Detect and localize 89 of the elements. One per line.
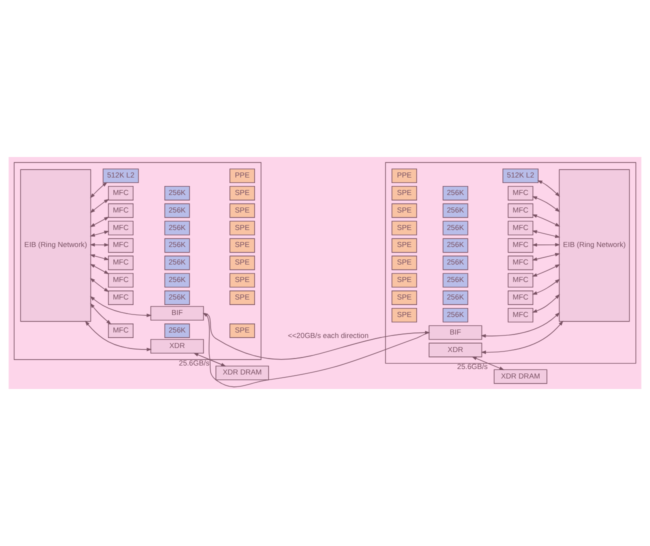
node-box: 512K L2 — [102, 168, 139, 184]
arrow — [90, 216, 110, 228]
node-box: XDR — [428, 342, 482, 358]
node-box: XDR DRAM — [494, 369, 548, 384]
node-box: BIF — [150, 306, 204, 321]
node-box: MFC — [108, 290, 134, 305]
node-box: 256K — [164, 238, 190, 253]
node-box: 256K — [442, 203, 468, 218]
node-box: 256K — [442, 290, 468, 305]
arrow — [472, 356, 504, 370]
node-box: 256K — [442, 273, 468, 288]
arrow — [480, 320, 564, 354]
arrow — [90, 230, 110, 237]
arrow — [193, 352, 226, 366]
node-box: MFC — [508, 308, 534, 322]
node-box: EIB (Ring Network) — [558, 169, 630, 322]
node-box: MFC — [108, 238, 134, 253]
arrow — [90, 182, 108, 198]
node-box: SPE — [230, 273, 255, 288]
arrow — [480, 312, 560, 338]
cluster — [14, 162, 262, 360]
node-box: MFC — [508, 203, 534, 218]
node-box: 256K — [164, 324, 190, 338]
arrow — [532, 214, 560, 227]
node-box: PPE — [392, 168, 418, 184]
node-box: MFC — [508, 238, 534, 253]
node-box: SPE — [392, 186, 418, 200]
arrow — [90, 254, 110, 260]
node-box: SPE — [230, 324, 255, 338]
node-box: MFC — [508, 290, 534, 305]
node-box: SPE — [230, 290, 255, 305]
node-box: SPE — [230, 186, 255, 200]
node-box: 256K — [164, 256, 190, 270]
node-box: MFC — [108, 273, 134, 288]
edge-label: 25.6GB/s — [178, 358, 210, 368]
node-box: 512K L2 — [502, 168, 539, 184]
arrow — [90, 243, 110, 247]
arrow — [84, 320, 152, 352]
node-box: PPE — [230, 168, 255, 184]
node-box: BIF — [428, 325, 482, 340]
node-box: MFC — [508, 186, 534, 200]
arrow — [532, 253, 560, 261]
arrow — [90, 198, 110, 214]
arrow — [532, 294, 560, 313]
node-box: XDR — [150, 339, 204, 354]
node-box: 256K — [442, 308, 468, 322]
arrow — [90, 278, 110, 292]
node-box: SPE — [230, 238, 255, 253]
arrow — [537, 180, 560, 197]
node-box: SPE — [230, 220, 255, 236]
node-box: SPE — [392, 290, 418, 305]
edge-label: 25.6GB/s — [457, 362, 488, 372]
node-box: SPE — [392, 256, 418, 270]
node-box: MFC — [508, 273, 534, 288]
arrow — [532, 264, 560, 277]
node-box: MFC — [108, 220, 134, 236]
node-box: SPE — [392, 220, 418, 236]
node-box: 256K — [442, 238, 468, 253]
node-box: 256K — [164, 290, 190, 305]
node-box: MFC — [108, 256, 134, 270]
node-box: 256K — [164, 273, 190, 288]
arrow — [532, 278, 560, 295]
node-box: SPE — [392, 203, 418, 218]
arrow — [90, 302, 112, 324]
node-box: 256K — [164, 220, 190, 236]
node-box: SPE — [392, 273, 418, 288]
node-box: SPE — [230, 256, 255, 270]
node-box: SPE — [392, 308, 418, 322]
node-box: EIB (Ring Network) — [20, 169, 92, 322]
arrow — [532, 230, 560, 238]
node-box: MFC — [508, 256, 534, 270]
node-box: 256K — [442, 186, 468, 200]
arrow — [532, 196, 560, 212]
arrow — [532, 243, 560, 247]
cluster — [385, 162, 636, 364]
node-box: 256K — [442, 220, 468, 236]
node-box: XDR DRAM — [216, 366, 269, 380]
node-box: MFC — [108, 324, 134, 338]
node-box: SPE — [230, 203, 255, 218]
node-box: MFC — [108, 186, 134, 200]
node-box: 256K — [164, 186, 190, 200]
node-box: MFC — [508, 220, 534, 236]
arrow — [90, 264, 110, 274]
node-box: 256K — [442, 256, 468, 270]
node-box: 256K — [164, 203, 190, 218]
edge-label: <<20GB/s each direction — [288, 330, 369, 340]
node-box: SPE — [392, 238, 418, 253]
arrow — [90, 296, 152, 318]
node-box: MFC — [108, 203, 134, 218]
